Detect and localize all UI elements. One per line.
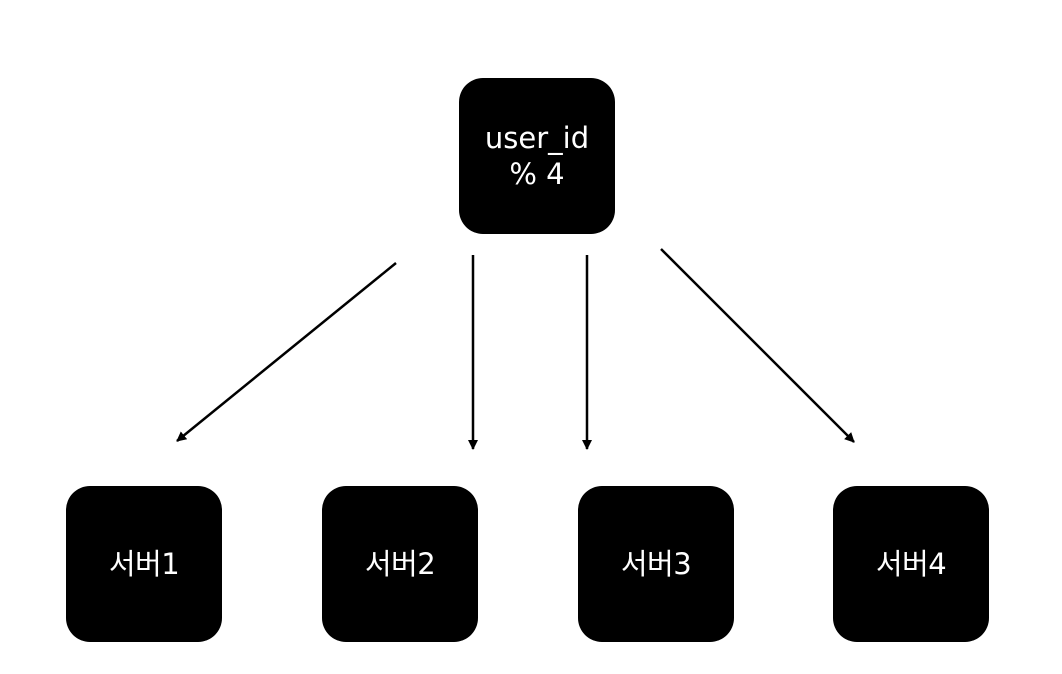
server-node-4: 서버4 [833,486,989,642]
server-node-2: 서버2 [322,486,478,642]
hash-node-line-2: % 4 [509,157,565,191]
server-label: 서버4 [875,547,947,581]
server-node-1: 서버1 [66,486,222,642]
server-label: 서버3 [620,547,692,581]
hash-node-line-1: user_id [484,121,590,155]
edge-to-server-1 [176,262,397,442]
server-label: 서버1 [108,547,180,581]
hash-node: user_id % 4 [459,78,615,234]
server-node-3: 서버3 [578,486,734,642]
edge-to-server-4 [660,248,855,443]
server-label: 서버2 [364,547,436,581]
